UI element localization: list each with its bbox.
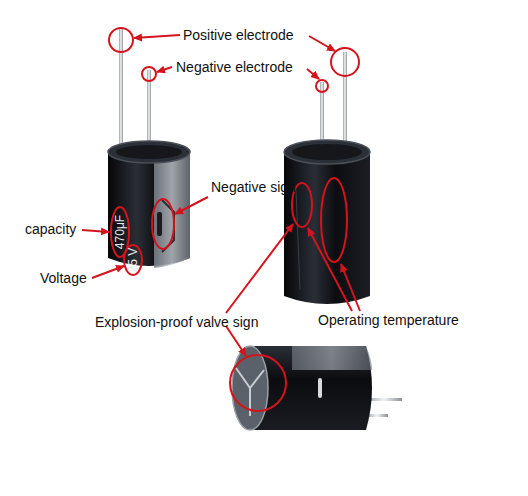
part-label: Operating temperature — [318, 311, 459, 329]
capacitor-marking: 470μF — [113, 215, 127, 249]
part-label: Positive electrode — [183, 26, 294, 44]
part-label: Voltage — [40, 269, 87, 287]
part-label: Negative electrode — [176, 58, 293, 76]
part-label: capacity — [25, 220, 76, 238]
part-label: Explosion-proof valve sign — [95, 313, 258, 331]
part-label: Negative sign — [211, 178, 296, 196]
capacitor-marking: 25 V — [126, 248, 140, 273]
